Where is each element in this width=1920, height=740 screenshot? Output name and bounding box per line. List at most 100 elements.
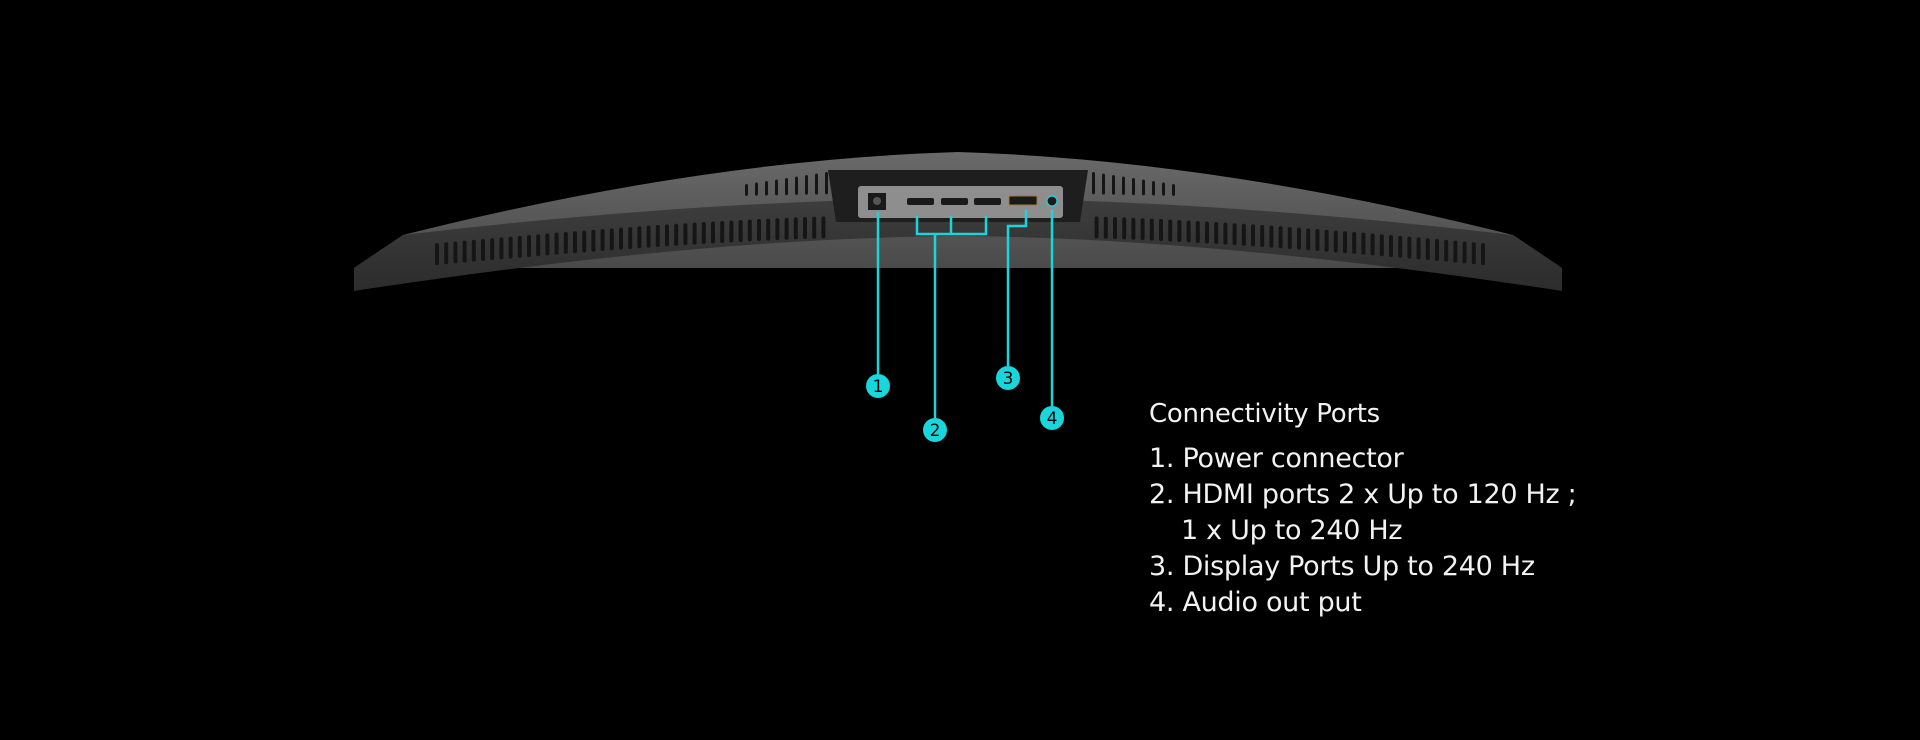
vent-slot [1398,235,1403,258]
vent-slot [1241,223,1246,246]
vent-slot [1195,220,1200,243]
vent-slot [738,219,743,242]
vent-slot [821,216,826,239]
vent-slot [757,219,761,242]
vent-slot [1149,218,1154,241]
vent-slot [444,242,449,265]
vent-slot [1186,220,1191,243]
vent-slot [1205,221,1209,244]
vent-slot [1453,240,1458,263]
vent-slot [745,184,748,196]
callout-badge-4: 4 [1040,406,1064,430]
vent-slot [793,217,798,240]
vent-slot [815,173,818,195]
vent-slot [591,229,596,252]
vent-slot [775,179,778,196]
vent-slot [755,182,758,196]
vent-slot [545,233,550,256]
vent-slot [1113,217,1117,240]
vent-slot [1269,225,1274,248]
vent-slot [1122,176,1125,195]
legend-list: 1. Power connector 2. HDMI ports 2 x Up … [1149,441,1577,621]
vent-slot [1251,224,1255,247]
vent-slot [527,234,531,257]
vent-slot [775,218,780,241]
vent-slot [1389,234,1393,257]
vent-slot [1462,241,1467,264]
vent-slot [1094,216,1099,239]
legend-item-displayport: 3. Display Ports Up to 240 Hz [1149,551,1535,582]
vent-slot [825,172,828,195]
vent-slot [1416,237,1421,260]
vent-slot [481,238,485,261]
vent-slot [1214,222,1219,245]
vent-slot [1297,227,1301,250]
svg-text:4: 4 [1047,409,1058,429]
vent-slot [1102,173,1105,195]
callout-badge-1: 1 [866,374,890,398]
vent-slot [1122,217,1127,240]
vent-slot [1287,226,1292,249]
vent-slot [1352,231,1357,254]
vent-slot [1343,231,1347,254]
audio-jack [1046,195,1058,207]
vent-slot [1177,219,1182,242]
callout-badge-2: 2 [923,418,947,442]
vent-slot [619,227,623,250]
vent-slot [805,175,808,195]
vent-slot [490,238,495,261]
vent-slot [1333,230,1338,253]
vent-slot [453,241,458,264]
vent-slot [711,221,715,244]
vent-slot [499,237,504,260]
vent-slot [1306,228,1311,251]
vent-slot [1112,175,1115,195]
vent-slot [1223,222,1228,245]
vent-slot [803,217,807,240]
vent-slot [1324,229,1329,252]
vent-slot [812,216,817,239]
vent-slot [1159,219,1163,242]
displayport-port [1008,195,1038,206]
vent-slot [683,223,688,246]
vent-slot [1379,234,1384,257]
vent-slot [692,222,697,245]
vent-slot [729,220,734,243]
legend-title: Connectivity Ports [1149,399,1380,429]
vent-slot [1152,181,1155,196]
legend-item-audio: 4. Audio out put [1149,587,1362,618]
svg-text:3: 3 [1003,369,1014,389]
vent-slot [1260,225,1265,248]
vent-slot [1132,178,1135,196]
vent-slot [637,226,642,249]
vent-slot [1142,179,1145,196]
vent-slot [1481,243,1485,266]
vent-slot [554,232,559,255]
legend-item-hdmi: 2. HDMI ports 2 x Up to 120 Hz ; [1149,479,1577,510]
vent-slot [628,226,633,249]
callout-lines [876,210,1054,418]
vent-slot [1444,239,1449,262]
vent-slot [665,224,669,247]
vent-slot [1471,242,1476,265]
vent-slot [674,223,679,246]
hdmi-port-3 [974,198,1001,205]
vent-slot [701,222,706,245]
vent-slot [517,235,522,258]
vent-slot [563,231,568,254]
vent-slot [582,230,587,253]
vent-slot [600,229,605,252]
vent-slot [1131,217,1136,240]
vent-slot [1140,218,1145,241]
vent-slot [1361,232,1366,255]
hdmi-port-2 [941,198,968,205]
vent-slot [1278,226,1283,249]
vent-slot [435,243,439,266]
connectivity-legend: Connectivity Ports 1. Power connector 2.… [1149,399,1577,621]
vent-slot [1172,184,1175,196]
vent-slot [1425,238,1430,261]
vent-slot [462,240,467,263]
callout-badge-3: 3 [996,366,1020,390]
vent-slot [646,225,651,248]
